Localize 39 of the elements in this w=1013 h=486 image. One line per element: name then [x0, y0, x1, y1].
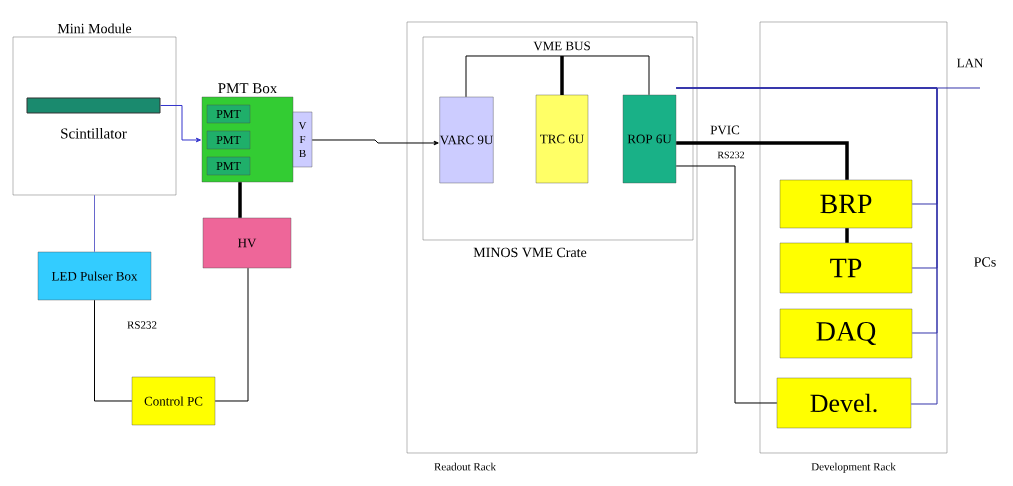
pmt-box: PMT [206, 130, 251, 150]
connector [676, 141, 849, 180]
edge-label: RS232 [716, 150, 746, 160]
connector [160, 105, 202, 143]
module-card: VARC 9U [439, 96, 494, 184]
edge-label: LAN [955, 57, 985, 69]
connector [94, 299, 133, 402]
pulser-box: LED Pulser Box [37, 251, 152, 301]
connector [561, 55, 650, 96]
pc-box: DAQ [779, 308, 913, 359]
connector [311, 139, 439, 146]
connector [214, 267, 249, 402]
node-label: Development Rack [811, 462, 896, 473]
node-label: Readout Rack [434, 462, 497, 471]
scintillator-bar: Scintillator [26, 97, 161, 139]
pc-box: BRP [779, 179, 913, 229]
edge-label: RS232 [126, 320, 158, 330]
connector [675, 165, 778, 404]
board-box: V F B [292, 111, 313, 168]
node-label: MINOS VME Crate [473, 247, 587, 258]
node-label: Scintillator [61, 128, 127, 139]
power-supply-box: HV [202, 217, 292, 269]
node-label: Mini Module [57, 23, 132, 34]
side-label: PCs [972, 256, 998, 268]
pc-box: TP [779, 242, 913, 294]
module-card: ROP 6U [622, 94, 677, 184]
connector [238, 182, 242, 218]
pmt-box: PMT [206, 104, 251, 124]
connector [465, 55, 563, 98]
pmt-box: PMT [206, 156, 251, 176]
node-label: PMT Box [218, 83, 278, 94]
connector [675, 87, 981, 89]
connector [94, 194, 95, 253]
connector [845, 228, 849, 243]
edge-label: PVIC [709, 124, 741, 136]
module-card: TRC 6U [535, 94, 589, 184]
pc-box: Control PC [131, 376, 216, 426]
bus-label: VME BUS [532, 40, 592, 52]
pc-box: Devel. [776, 377, 912, 429]
